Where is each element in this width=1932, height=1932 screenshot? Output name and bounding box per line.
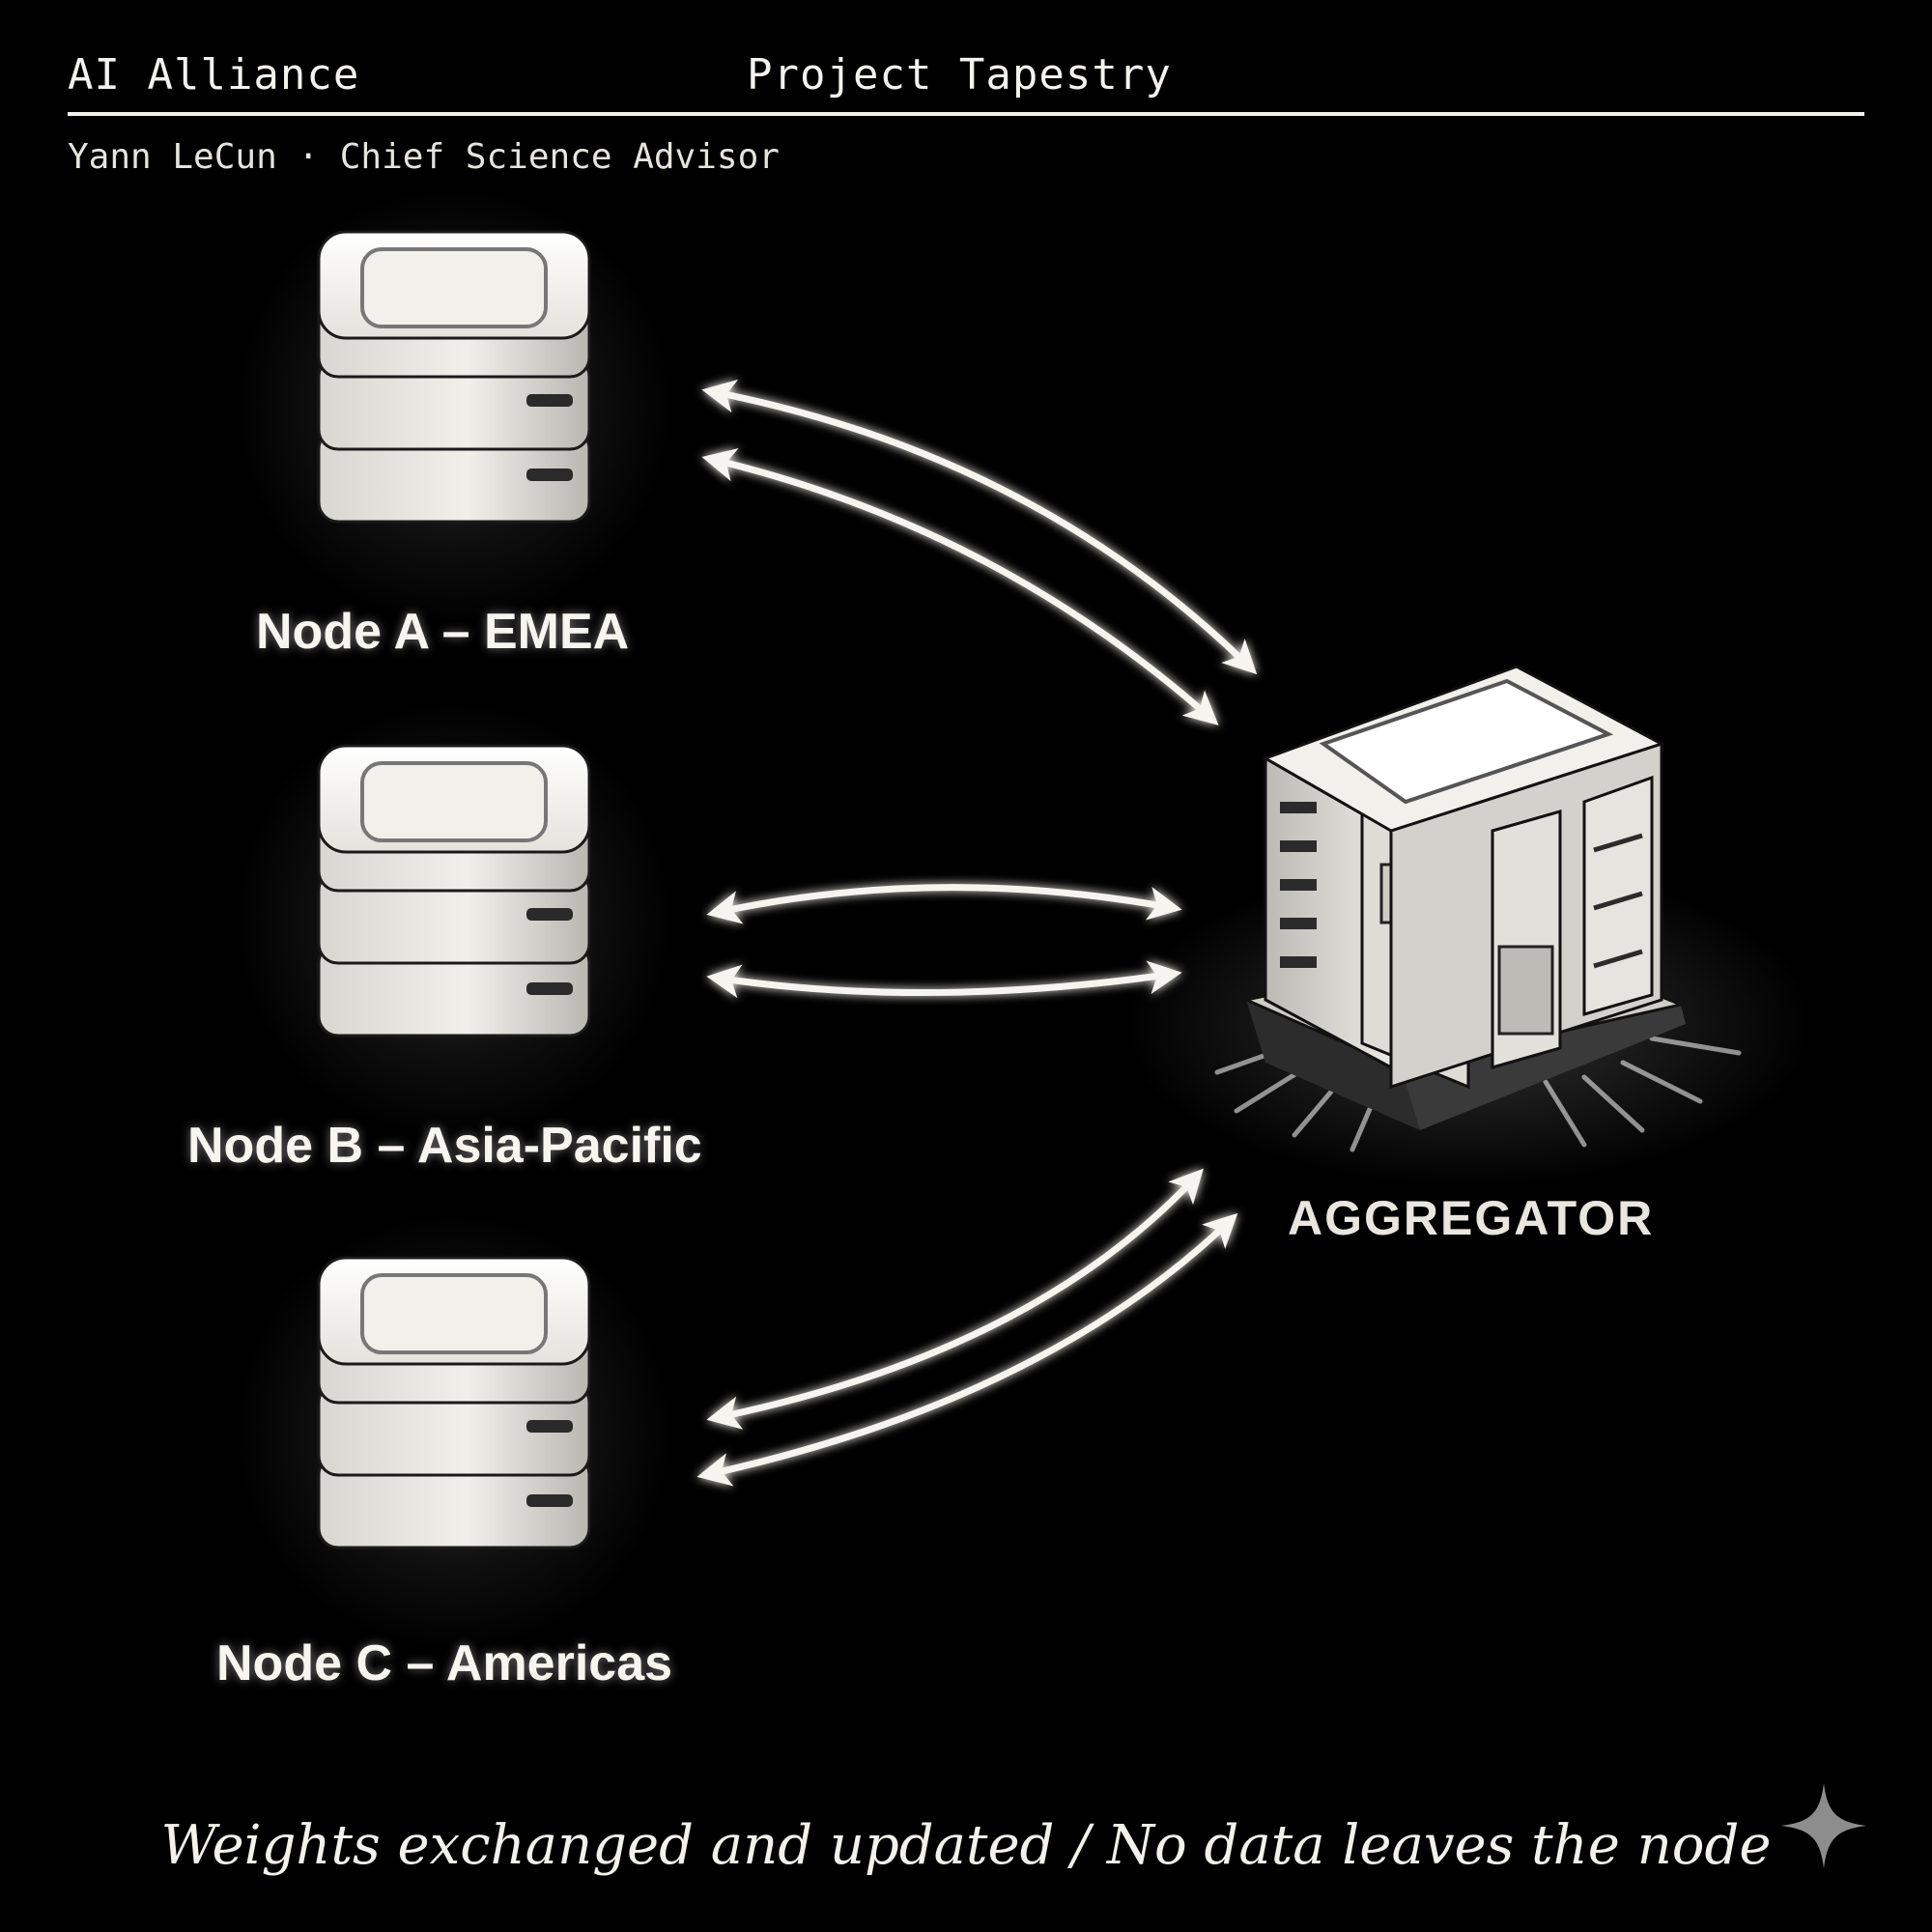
node-b-label: Node B – Asia-Pacific: [187, 1118, 702, 1174]
node-a-label: Node A – EMEA: [256, 604, 630, 660]
arrow-node-a-lower: [701, 448, 1219, 725]
aggregator-label: AGGREGATOR: [1288, 1191, 1655, 1245]
server-stack-icon: [230, 696, 678, 1144]
node-c-label: Node C – Americas: [216, 1635, 673, 1691]
aggregator-server-icon: [1121, 665, 1816, 1188]
header-project: Project Tapestry: [747, 50, 1172, 99]
header-subtitle: Yann LeCun · Chief Science Advisor: [68, 137, 780, 177]
arrow-node-b-upper: [706, 884, 1182, 924]
footer-caption: Weights exchanged and updated / No data …: [160, 1814, 1772, 1877]
header-divider: [68, 112, 1864, 116]
server-stack-icon: [230, 1208, 678, 1656]
arrow-node-a-upper: [701, 379, 1258, 675]
header-org: AI Alliance: [68, 50, 360, 99]
arrow-node-c-lower: [696, 1212, 1238, 1487]
arrow-node-c-upper: [706, 1168, 1204, 1430]
sparkle-icon: [1780, 1782, 1867, 1869]
server-stack-icon: [230, 182, 678, 630]
arrow-node-b-lower: [706, 960, 1182, 999]
